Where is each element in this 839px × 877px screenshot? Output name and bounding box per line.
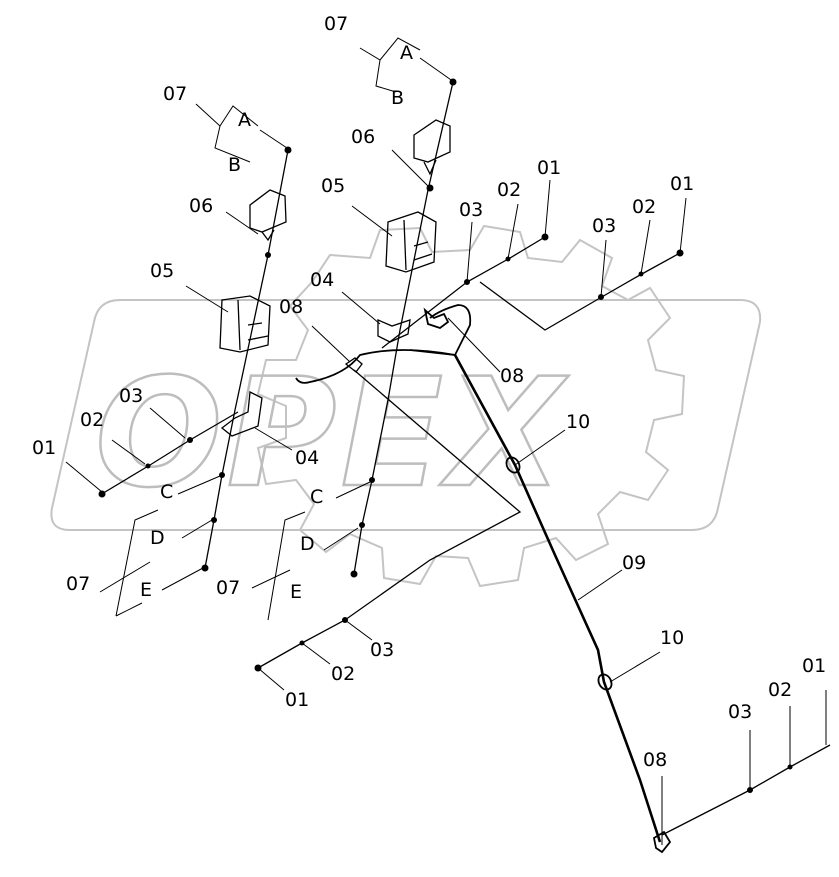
label-03-brc: 03 bbox=[728, 701, 752, 723]
harness-link-branch bbox=[409, 349, 456, 356]
label-06-left: 06 bbox=[189, 195, 213, 217]
label-07-middle-bottom: 07 bbox=[216, 577, 240, 599]
center-callout-lines bbox=[447, 317, 663, 845]
label-06-middle: 06 bbox=[351, 126, 375, 148]
label-01-trc-lower: 01 bbox=[670, 173, 694, 195]
middle-wire-node-06 bbox=[426, 184, 434, 192]
middle-node-e bbox=[350, 570, 358, 578]
left-node-03 bbox=[187, 437, 193, 443]
watermark: OPEX bbox=[50, 224, 762, 588]
top-right-chains: 01 02 03 01 02 03 bbox=[381, 157, 694, 349]
label-01-brc: 01 bbox=[802, 655, 826, 677]
label-05-middle: 05 bbox=[321, 175, 345, 197]
bottom-left-chain: 03 02 01 bbox=[254, 369, 522, 711]
label-02-brc: 02 bbox=[768, 679, 792, 701]
label-10-lower: 10 bbox=[660, 627, 684, 649]
top-right-lower-chain bbox=[479, 252, 681, 331]
grommet-10-lower bbox=[597, 673, 613, 691]
watermark-text: OPEX bbox=[95, 347, 569, 521]
label-05-left: 05 bbox=[150, 260, 174, 282]
watermark-plate bbox=[50, 299, 762, 531]
left-bracket-05 bbox=[219, 295, 271, 353]
middle-clip-04 bbox=[377, 319, 411, 343]
middle-relay-06 bbox=[413, 119, 451, 176]
label-a-left: A bbox=[238, 109, 251, 131]
middle-main-wire bbox=[353, 81, 454, 575]
label-a-middle: A bbox=[400, 42, 413, 64]
label-e-middle: E bbox=[290, 581, 302, 603]
top-right-upper-chain bbox=[381, 236, 546, 349]
label-e-left: E bbox=[140, 579, 152, 601]
label-04-middle: 04 bbox=[310, 269, 334, 291]
left-branch-wire bbox=[99, 411, 239, 496]
label-b-left: B bbox=[228, 154, 241, 176]
label-02-trc-upper: 02 bbox=[497, 179, 521, 201]
middle-callout-lines bbox=[251, 37, 455, 621]
left-assembly: 07 A B 06 05 04 03 02 01 C D E 07 bbox=[32, 83, 319, 617]
label-01-left: 01 bbox=[32, 437, 56, 459]
brc-callouts bbox=[749, 690, 827, 790]
watermark-gear bbox=[256, 224, 686, 588]
blc-callouts bbox=[257, 619, 373, 691]
label-d-left: D bbox=[150, 527, 165, 549]
left-terminal-01 bbox=[98, 490, 106, 498]
label-03-trc-upper: 03 bbox=[459, 199, 483, 221]
bottom-right-chain-wire bbox=[661, 744, 831, 836]
label-c-left: C bbox=[160, 481, 173, 503]
trc-lower-callouts bbox=[600, 197, 687, 298]
left-top-connector bbox=[284, 146, 292, 154]
connector-08-small bbox=[344, 357, 363, 373]
label-08-center: 08 bbox=[500, 365, 524, 387]
label-08-middle: 08 bbox=[279, 296, 303, 318]
label-07-left-bottom: 07 bbox=[66, 573, 90, 595]
label-01-trc-upper: 01 bbox=[537, 157, 561, 179]
middle-node-c bbox=[369, 477, 375, 483]
trc-upper-callouts bbox=[466, 179, 551, 283]
label-02-trc-lower: 02 bbox=[632, 196, 656, 218]
label-02-left: 02 bbox=[80, 409, 104, 431]
left-node-c bbox=[219, 472, 225, 478]
center-harness: 08 10 09 10 bbox=[295, 304, 684, 854]
label-c-middle: C bbox=[310, 486, 323, 508]
label-03-blc: 03 bbox=[370, 639, 394, 661]
left-de-bracket bbox=[99, 561, 151, 593]
label-b-middle: B bbox=[391, 87, 404, 109]
left-clip-04 bbox=[220, 390, 263, 437]
label-04-left: 04 bbox=[295, 447, 319, 469]
label-03-left: 03 bbox=[119, 385, 143, 407]
label-09: 09 bbox=[622, 552, 646, 574]
label-07-middle-top: 07 bbox=[324, 13, 348, 35]
label-01-blc: 01 bbox=[285, 689, 309, 711]
bottom-left-chain-wire bbox=[257, 369, 522, 669]
left-node-e bbox=[201, 564, 209, 572]
connector-08-center bbox=[423, 307, 450, 330]
label-10-upper: 10 bbox=[566, 411, 590, 433]
grommet-10-upper bbox=[505, 456, 521, 474]
label-08-brc: 08 bbox=[643, 749, 667, 771]
label-07-left-top: 07 bbox=[163, 83, 187, 105]
middle-assembly: 07 A B 06 05 04 08 C D E 07 bbox=[216, 13, 457, 621]
left-wire-node-06 bbox=[265, 252, 271, 258]
left-callout-lines bbox=[65, 103, 293, 617]
label-d-middle: D bbox=[300, 533, 315, 555]
harness-upper-branch bbox=[429, 304, 472, 356]
label-02-blc: 02 bbox=[331, 663, 355, 685]
left-node-02 bbox=[145, 463, 151, 469]
bottom-right-chain: 08 03 02 01 bbox=[643, 655, 831, 836]
middle-node-d bbox=[359, 522, 365, 528]
label-03-trc-lower: 03 bbox=[592, 215, 616, 237]
left-node-d bbox=[211, 517, 217, 523]
middle-bracket-05 bbox=[385, 211, 437, 273]
